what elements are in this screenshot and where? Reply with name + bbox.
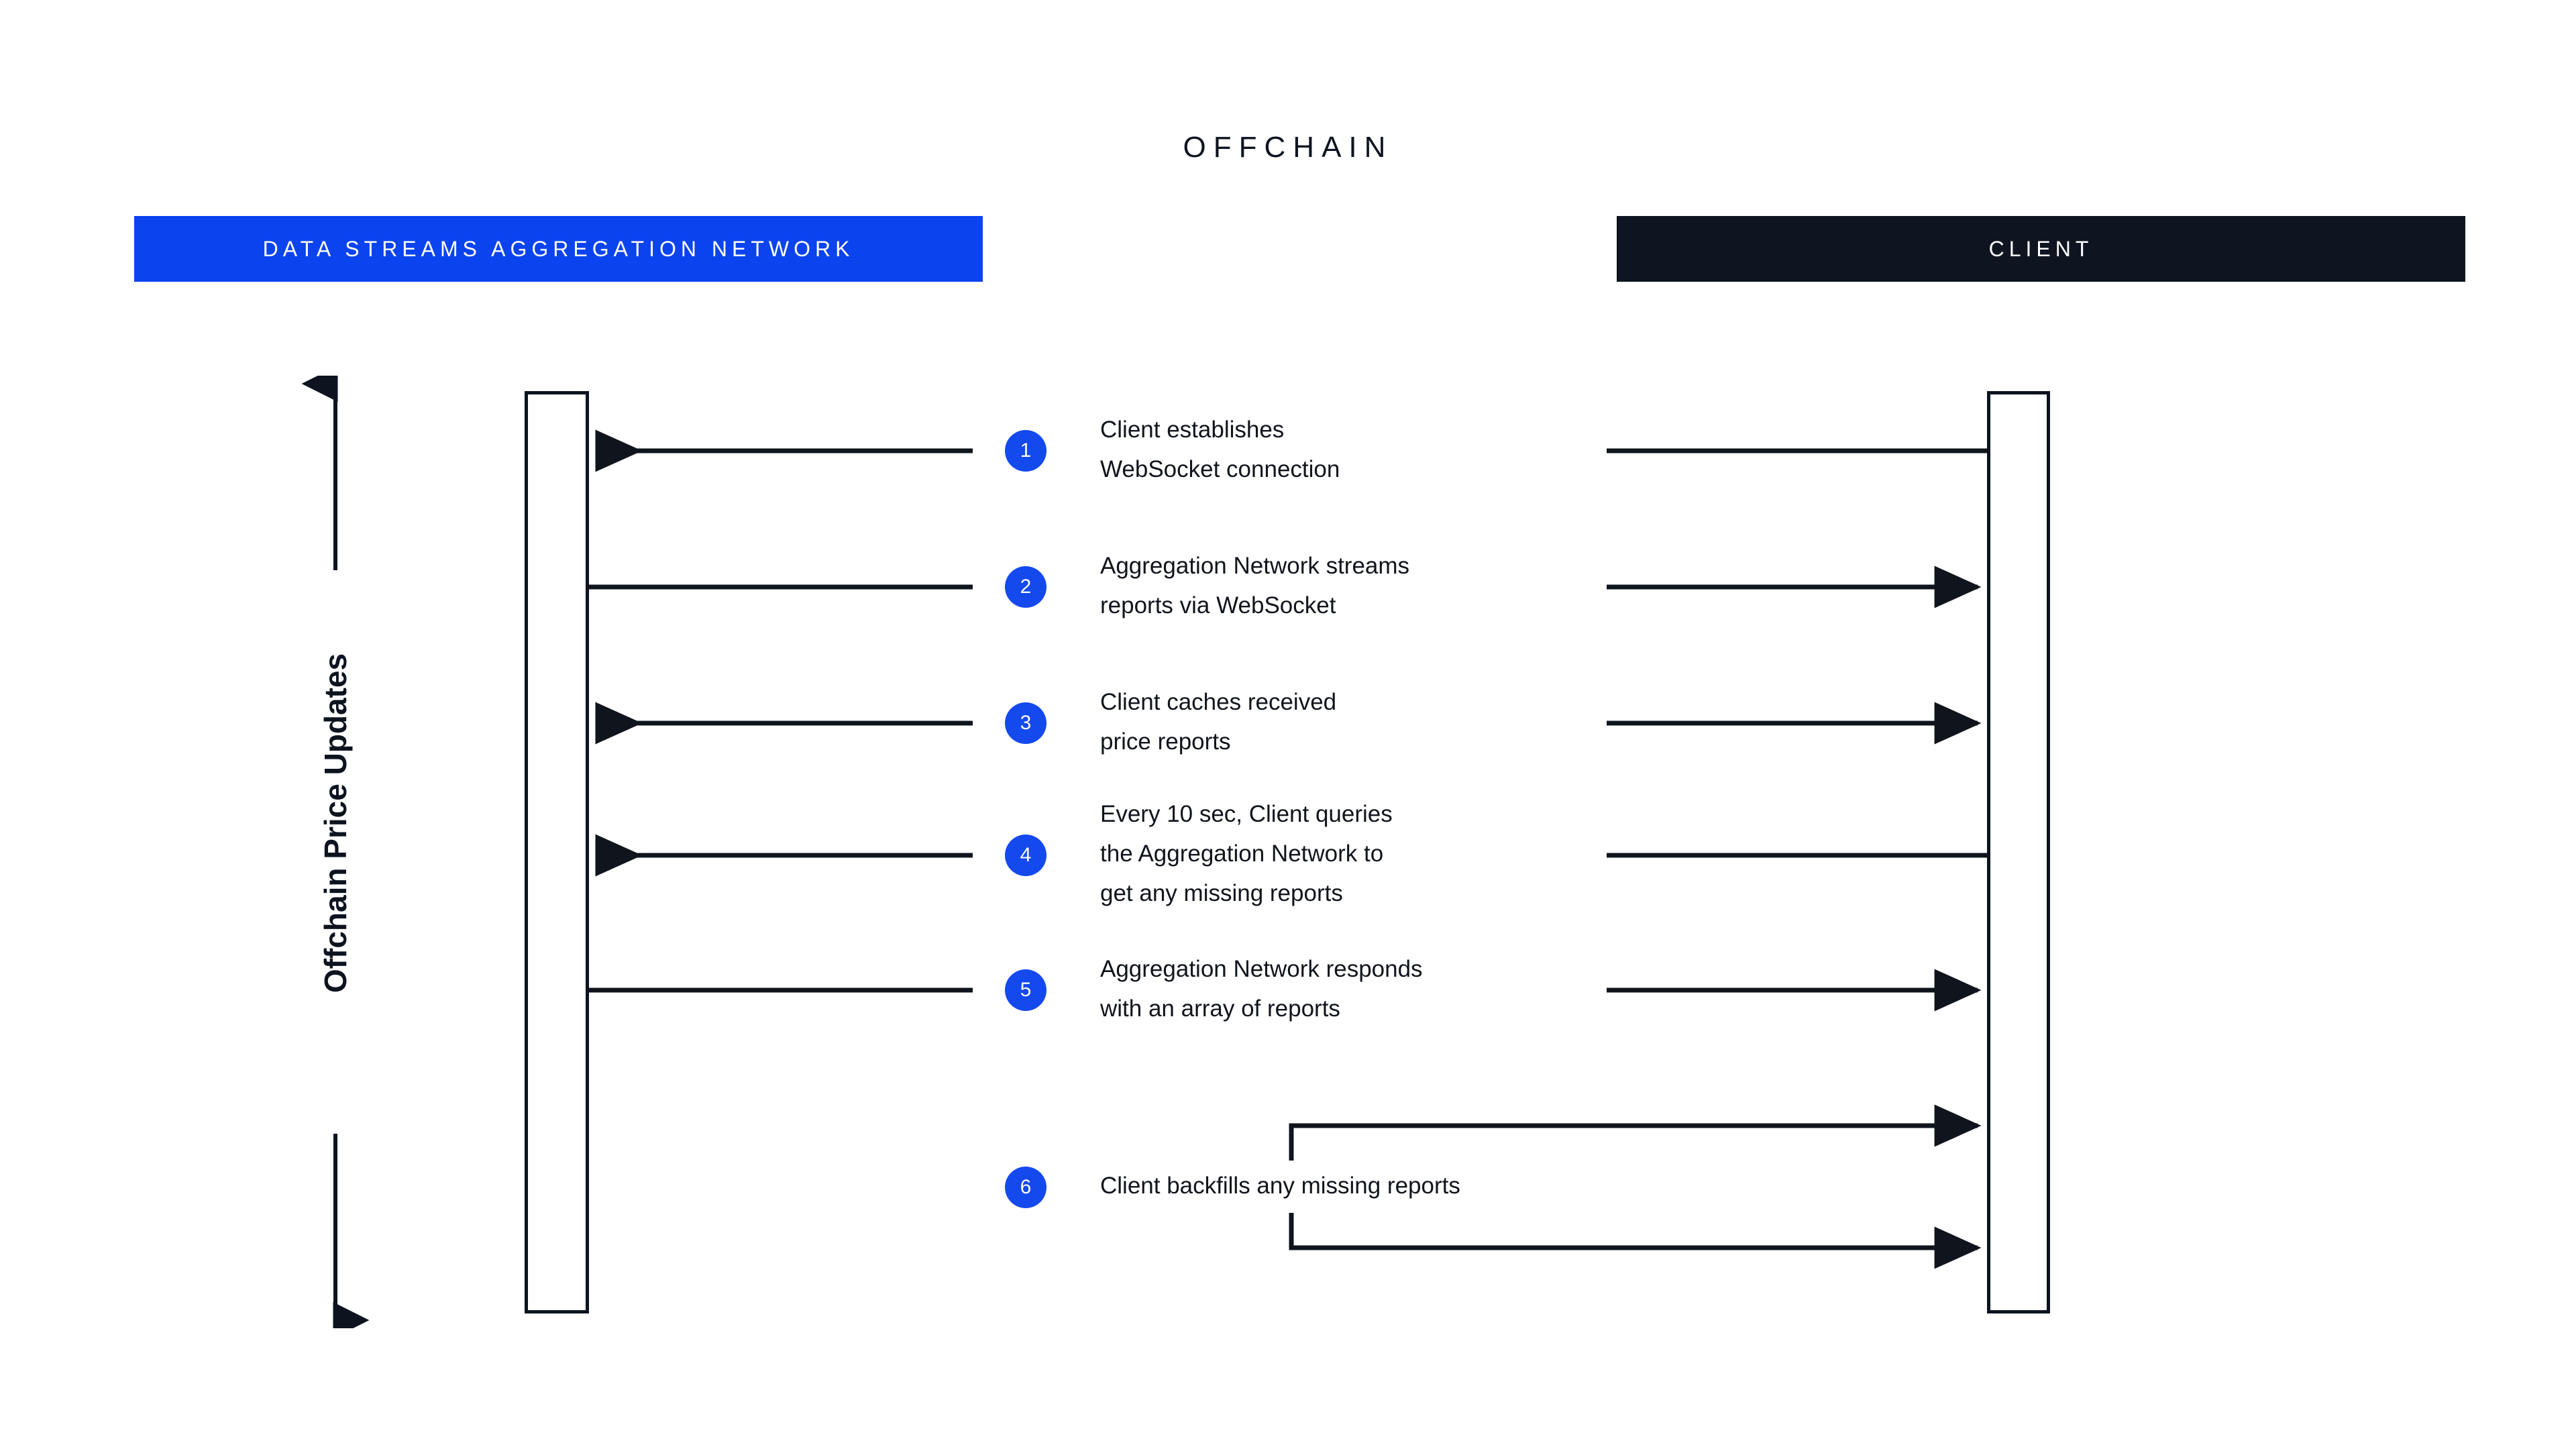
step-badge-6: 6 xyxy=(1005,1167,1046,1208)
step-description-1: Client establishes WebSocket connection xyxy=(1100,417,1340,482)
phase-axis-label: Offchain Price Updates xyxy=(318,653,353,994)
step-description-5: Aggregation Network responds with an arr… xyxy=(1100,956,1423,1022)
phase-double-arrow-icon xyxy=(301,376,370,1328)
actor-label-aggregation-network: DATA STREAMS AGGREGATION NETWORK xyxy=(262,236,855,261)
step-badge-1: 1 xyxy=(1005,430,1046,472)
lifeline-aggregation-network xyxy=(525,391,589,1313)
step-badge-3: 3 xyxy=(1005,702,1046,744)
lifeline-client xyxy=(1987,391,2050,1313)
step-badge-5: 5 xyxy=(1005,969,1046,1011)
step-badge-2: 2 xyxy=(1005,566,1046,608)
step-description-2: Aggregation Network streams reports via … xyxy=(1100,553,1410,619)
actor-header-client: CLIENT xyxy=(1617,216,2465,282)
phase-axis: Offchain Price Updates xyxy=(282,376,389,1328)
step-badge-4: 4 xyxy=(1005,835,1046,876)
actor-header-aggregation-network: DATA STREAMS AGGREGATION NETWORK xyxy=(134,216,983,282)
step-description-3: Client caches received price reports xyxy=(1100,689,1337,755)
step-description-4: Every 10 sec, Client queries the Aggrega… xyxy=(1100,801,1393,906)
section-title: OFFCHAIN xyxy=(1183,131,1393,164)
step-description-6: Client backfills any missing reports xyxy=(1100,1173,1460,1199)
actor-label-client: CLIENT xyxy=(1988,236,2094,261)
